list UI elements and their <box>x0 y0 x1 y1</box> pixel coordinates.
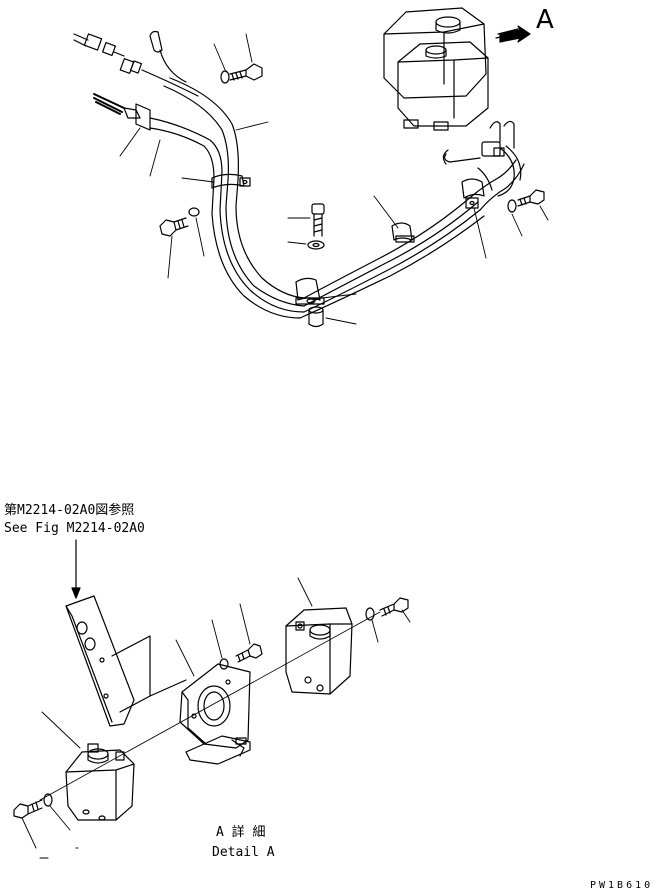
reference-bracket <box>66 540 186 726</box>
detail-caption-jp: A 詳 細 <box>216 824 265 840</box>
upper-assembly: A <box>74 5 554 327</box>
reference-note-en: See Fig M2214-02A0 <box>4 521 145 536</box>
harness-clamp-upper <box>212 174 250 188</box>
bolt-right <box>508 190 544 212</box>
detail-assembly <box>14 540 410 858</box>
tank-hoses <box>443 121 520 196</box>
mounting-plate <box>180 664 250 764</box>
detail-bolt-right <box>366 598 408 620</box>
harness-clamp-lower <box>296 278 324 304</box>
view-label: A <box>536 5 554 35</box>
view-arrow <box>496 26 530 42</box>
main-harness <box>164 78 304 318</box>
left-cable <box>94 94 222 178</box>
spacer-collar <box>309 307 323 327</box>
assembly-axis <box>40 612 380 800</box>
detail-tank-right <box>286 608 352 694</box>
detail-bolt-mid <box>220 644 262 669</box>
long-harness <box>300 160 524 318</box>
bolt-center <box>308 204 324 249</box>
drawing-code: PW1B610 <box>590 880 653 891</box>
harness-clamp-mid <box>392 223 414 242</box>
reservoir-tank-back <box>384 8 486 98</box>
reference-note-jp: 第M2214-02A0図参照 <box>4 502 134 518</box>
detail-caption-en: Detail A <box>212 845 275 860</box>
leader-lines-upper <box>120 34 548 324</box>
harness-clamp-right <box>462 179 484 208</box>
detail-tank-left <box>66 744 134 820</box>
wire-connectors <box>74 32 198 97</box>
bolt-top <box>221 64 262 83</box>
detail-bolt-left <box>14 794 52 818</box>
leader-lines-lower <box>22 578 410 858</box>
bolt-left <box>160 208 199 236</box>
reservoir-tank-front <box>398 42 488 130</box>
